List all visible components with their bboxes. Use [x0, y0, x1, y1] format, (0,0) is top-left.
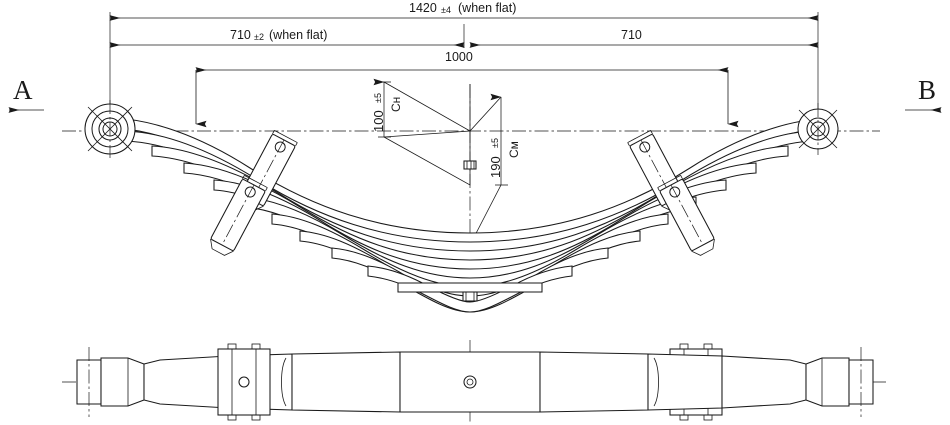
dim-text-bg-clip-span	[438, 48, 490, 64]
view-label-b-letter: B	[918, 75, 936, 105]
dimension-clip-span: 1000	[195, 48, 739, 128]
dimension-overall-length: 1420 ±4 (when flat)	[109, 1, 819, 128]
dim-symbol-camber-unloaded: Cн	[389, 97, 403, 112]
dim-symbol-camber-loaded: Cм	[507, 141, 521, 158]
dim-note-overall: (when flat)	[458, 1, 516, 15]
dim-value-overall: 1420	[409, 1, 437, 15]
center-bolt	[462, 160, 478, 302]
dim-tol-overall: ±4	[441, 5, 451, 15]
plan-center-bolt-inner	[466, 378, 474, 386]
dim-tol-camber-unloaded: ±5	[373, 93, 383, 103]
clip-left-lower-foot	[210, 238, 234, 256]
dim-text-bg-right-half	[613, 29, 657, 43]
clip-left-lower-tab-l	[242, 175, 245, 180]
right-eye-hatch-2	[798, 109, 838, 149]
clip-right-lower	[657, 174, 715, 256]
plan-clamp-left-bolt	[238, 376, 250, 388]
plan-center-bolt-circle	[463, 375, 477, 389]
left-eye-hatch-2	[87, 106, 133, 152]
plan-taper-right	[721, 355, 807, 409]
clip-left-lower-centerline	[221, 184, 255, 246]
clip-left-upper-tab-r	[295, 142, 298, 147]
plan-clamp-right-nut-bot-1	[679, 414, 689, 421]
dim-value-camber-unloaded: 100	[371, 110, 386, 132]
view-label-b: B	[905, 75, 942, 113]
plan-mid-right	[539, 351, 649, 413]
left-spring-eye	[84, 100, 136, 158]
clip-right-upper-tab-l	[627, 142, 630, 147]
clip-left-lower-top-tab	[244, 174, 268, 188]
dimension-right-half: 710	[469, 28, 819, 48]
plan-eye-right-taper	[805, 357, 850, 407]
plan-clamp-right-nut-bot-2	[703, 414, 713, 421]
plan-eye-left-taper	[100, 357, 145, 407]
center-bolt-upper-block	[463, 160, 477, 170]
view-label-a-letter: A	[13, 75, 33, 105]
clip-right-upper-top-tab	[627, 129, 651, 143]
plan-center-bolt	[463, 375, 477, 389]
dim-tol-left-half: ±2	[254, 32, 264, 42]
clip-right-lower-tab-l	[657, 187, 660, 192]
plan-mid-left	[291, 351, 401, 413]
leaf-10	[367, 265, 573, 313]
dim-tol-camber-loaded: ±5	[490, 138, 500, 148]
clip-right-lower-foot	[691, 238, 715, 256]
dim-value-left-half: 710	[230, 28, 251, 42]
plan-seam-arc-left	[281, 357, 287, 407]
plan-seam-lines	[100, 352, 850, 412]
dim-text-bg-overall	[398, 2, 538, 16]
dim-value-camber-loaded: 190	[488, 156, 503, 178]
plan-clamp-left	[217, 343, 271, 421]
dim-value-right-half: 710	[621, 28, 642, 42]
clip-right-lower-top-tab	[657, 174, 681, 188]
plan-clamp-right-nut-top-1	[679, 343, 689, 350]
plan-clamp-left-nut-bot-1	[227, 414, 237, 421]
right-spring-eye	[797, 103, 839, 155]
clip-left-lower	[210, 174, 268, 256]
plan-clamp-left-nut-top-2	[251, 343, 261, 350]
plan-taper-left	[143, 355, 229, 409]
clip-left-upper-tab-l	[272, 130, 275, 135]
leader-camber-loaded	[469, 96, 502, 132]
leaf-11	[397, 282, 543, 293]
plan-clamp-left-nut-top-1	[227, 343, 237, 350]
dimension-left-half: 710 ±2 (when flat)	[109, 24, 465, 60]
center-bolt-head	[462, 291, 478, 302]
plan-view	[62, 340, 888, 424]
clip-left-lower-tab-r	[265, 187, 268, 192]
plan-straight-right	[647, 353, 723, 411]
clip-left-upper-top-tab	[274, 129, 298, 143]
clip-right-lower-tab-r	[680, 175, 683, 180]
plan-spring-body	[76, 343, 874, 421]
plan-clamp-right-nut-top-2	[703, 343, 713, 350]
front-elevation-view	[62, 84, 880, 313]
clip-right-lower-centerline	[670, 184, 704, 246]
plan-seam-arc-right	[653, 357, 659, 407]
dim-value-clip-span: 1000	[445, 50, 473, 64]
dim-text-bg-left-half	[222, 29, 347, 43]
plan-clamp-left-body	[217, 348, 271, 416]
dim-note-left-half: (when flat)	[269, 28, 327, 42]
clip-right-upper-tab-r	[650, 130, 653, 135]
view-label-a: A	[8, 75, 44, 113]
plan-clamp-left-nut-bot-2	[251, 414, 261, 421]
dimension-camber-loaded: 190 ±5 Cм	[469, 93, 521, 246]
